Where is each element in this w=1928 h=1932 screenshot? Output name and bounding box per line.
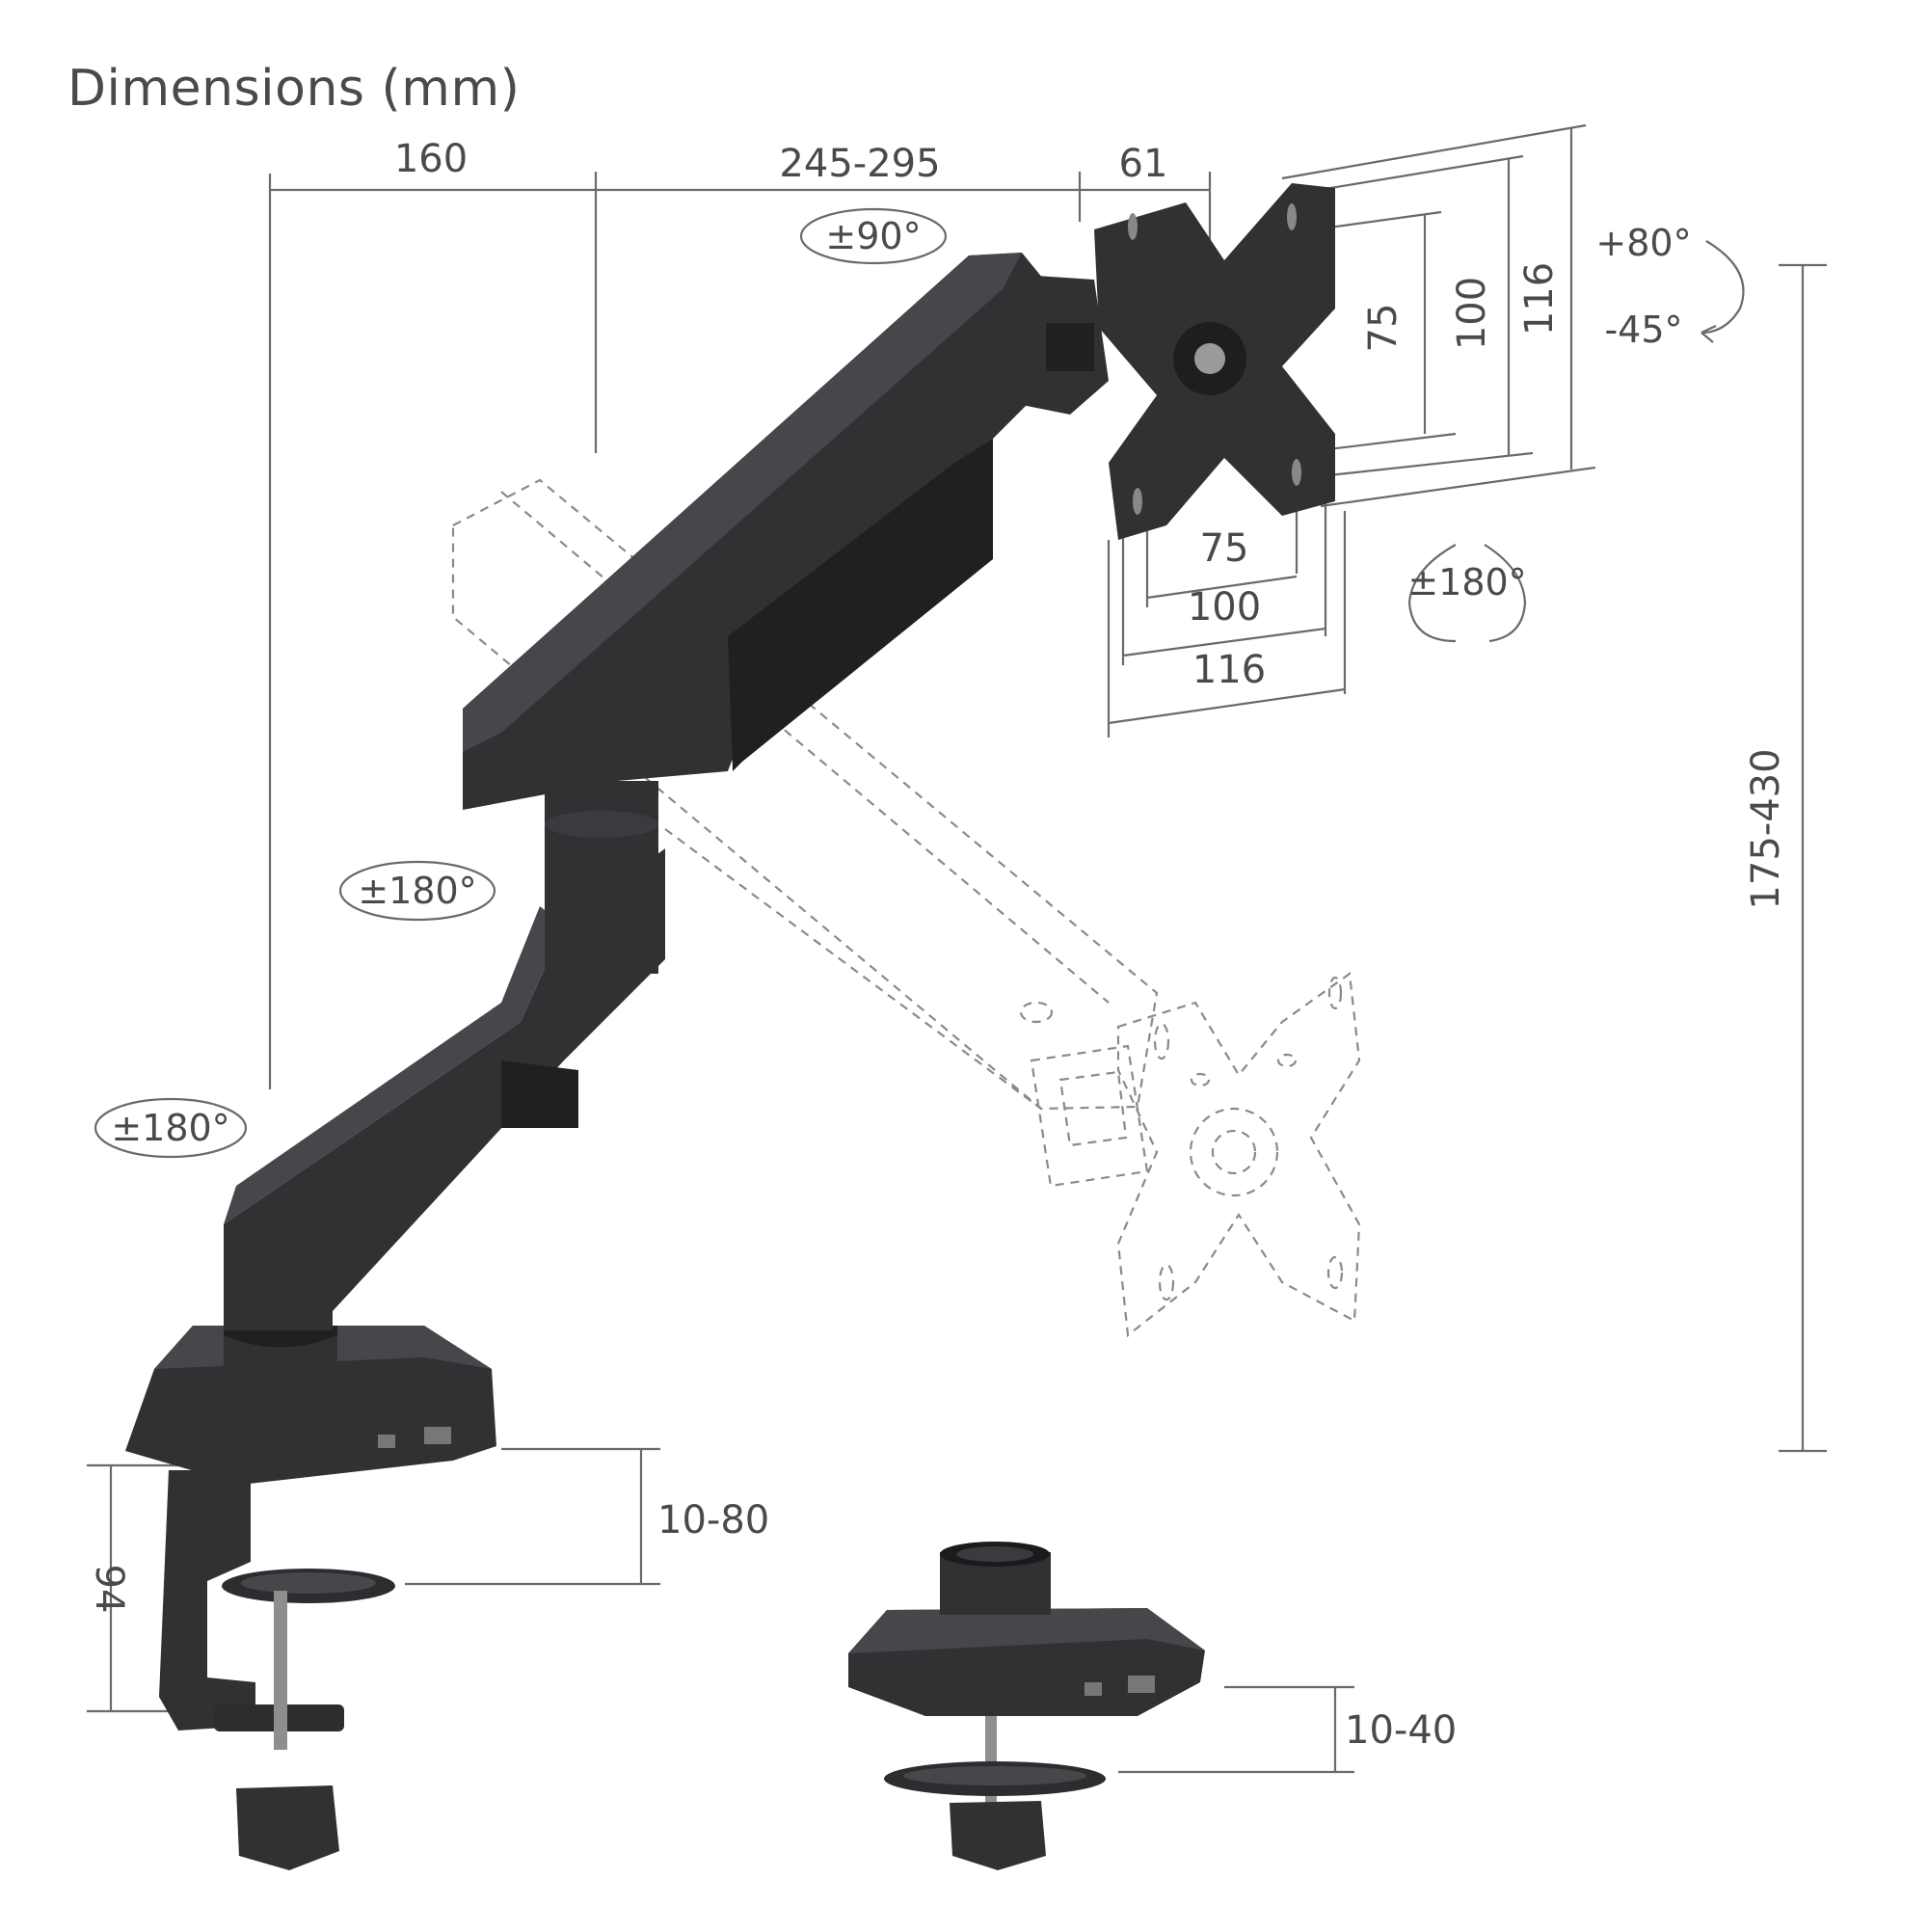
lowered-arm-outline: [451, 478, 1361, 1338]
label-height-range: 175-430: [1744, 748, 1788, 909]
label-elbow-swivel: ±180°: [358, 870, 476, 912]
clamp-knob: [236, 1785, 339, 1870]
label-rotate-plate: ±180°: [1407, 561, 1526, 604]
label-tilt-up: +80°: [1595, 222, 1691, 264]
label-base-swivel: ±180°: [111, 1107, 229, 1149]
label-arm-reach: 245-295: [779, 142, 940, 186]
upper-arm: [463, 253, 1056, 810]
label-head-swivel: ±90°: [825, 215, 921, 257]
usb-c-port-icon: [378, 1435, 395, 1448]
label-vesa-h-116: 116: [1192, 648, 1266, 692]
label-clamp-range: 10-80: [657, 1498, 769, 1543]
clamp-screw: [274, 1591, 287, 1750]
label-clamp-height: 94: [87, 1565, 131, 1614]
grommet-usb-a-port-icon: [1128, 1676, 1155, 1693]
usb-a-port-icon: [424, 1427, 451, 1444]
label-vesa-v-100: 100: [1450, 277, 1494, 350]
label-vesa-h-75: 75: [1200, 526, 1249, 571]
rotation-badges: [94, 207, 1745, 1159]
grommet-knob: [950, 1801, 1046, 1870]
label-base-offset: 160: [394, 137, 468, 181]
diagram-title: Dimensions (mm): [67, 60, 521, 118]
label-head-depth: 61: [1119, 142, 1168, 186]
label-grommet-range: 10-40: [1345, 1708, 1457, 1753]
monitor-arm: [125, 183, 1335, 1870]
c-clamp: [159, 1470, 255, 1731]
rotation-labels: ±90° +80° -45° ±180° ±180° ±180°: [111, 215, 1691, 1149]
label-vesa-v-75: 75: [1361, 304, 1406, 353]
dimension-lines: [87, 123, 1827, 1774]
label-tilt-down: -45°: [1604, 309, 1682, 351]
grommet-usb-c-port-icon: [1084, 1682, 1102, 1696]
label-vesa-h-100: 100: [1188, 585, 1261, 630]
dimension-labels: 160 245-295 61 75 100 116 75 100 116 175…: [87, 137, 1788, 1753]
label-vesa-v-116: 116: [1517, 262, 1562, 335]
